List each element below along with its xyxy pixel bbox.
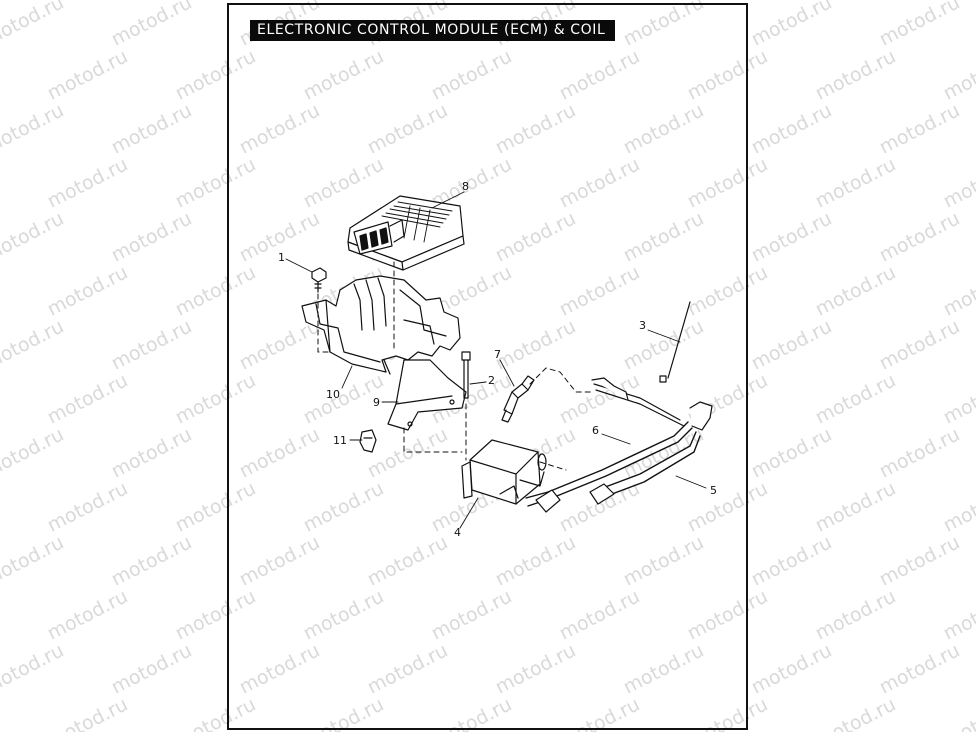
clip — [359, 429, 377, 453]
callout-9: 9 — [373, 396, 380, 409]
ignition-coil — [461, 439, 547, 505]
callout-7: 7 — [494, 348, 501, 361]
callouts: 8 1 3 7 2 10 9 6 11 5 4 — [278, 180, 717, 539]
screw — [311, 267, 327, 293]
callout-3: 3 — [639, 319, 646, 332]
callout-8: 8 — [462, 180, 469, 193]
callout-10: 10 — [326, 388, 340, 401]
callout-2: 2 — [488, 374, 495, 387]
callout-5: 5 — [710, 484, 717, 497]
diagram-sheet — [227, 3, 748, 730]
callout-6: 6 — [592, 424, 599, 437]
callout-4: 4 — [454, 526, 461, 539]
callout-1: 1 — [278, 251, 285, 264]
callout-11: 11 — [333, 434, 347, 447]
ecm-bracket — [301, 275, 461, 375]
diagram-title: ELECTRONIC CONTROL MODULE (ECM) & COIL — [250, 20, 615, 41]
spark-plug — [501, 375, 535, 423]
coil-bracket — [387, 359, 467, 431]
cable-tie — [659, 301, 691, 383]
ecm-module — [347, 195, 465, 271]
assembly-lines — [317, 261, 593, 471]
spark-plug-wires — [525, 377, 713, 513]
bolt — [461, 351, 471, 399]
